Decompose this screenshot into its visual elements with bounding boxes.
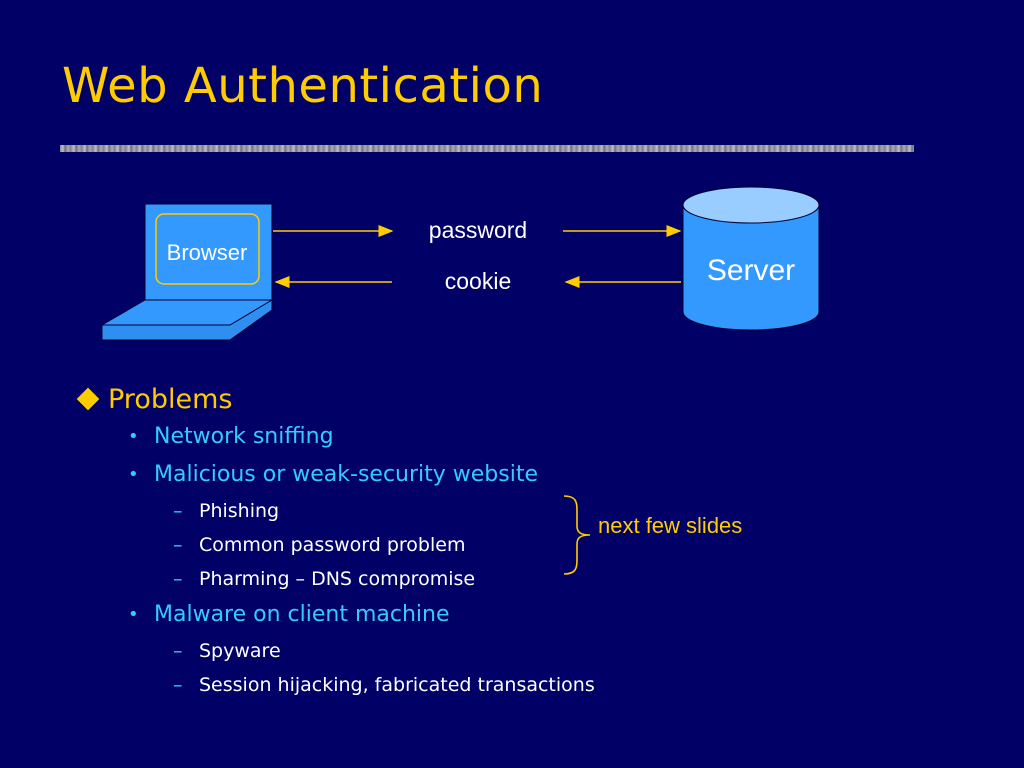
sub-list-item: – Spyware (173, 634, 974, 668)
list-item-text: Malicious or weak-security website (154, 462, 539, 487)
cookie-label: cookie (445, 268, 511, 294)
dash-icon: – (173, 568, 183, 590)
server-icon: Server (682, 186, 820, 331)
dash-icon: – (173, 534, 183, 556)
brace-icon (563, 495, 591, 575)
sub-list-item-text: Session hijacking, fabricated transactio… (199, 674, 595, 696)
dash-icon: – (173, 674, 183, 696)
problems-heading: Problems (74, 380, 974, 418)
laptop-icon: Browser (101, 203, 274, 341)
bullet-icon: • (128, 604, 139, 625)
next-slides-note: next few slides (598, 513, 743, 538)
list-item-text: Malware on client machine (154, 602, 450, 627)
dash-icon: – (173, 640, 183, 662)
title-divider (60, 145, 914, 152)
sub-list-item: – Pharming – DNS compromise (173, 562, 974, 596)
slide-title: Web Authentication (62, 58, 544, 114)
auth-diagram: Browser Server password cookie (101, 186, 820, 341)
browser-label: Browser (167, 240, 248, 265)
list-item: • Malware on client machine (128, 596, 974, 634)
server-label: Server (707, 254, 795, 287)
cookie-arrow: cookie (274, 268, 681, 294)
sub-list-item-text: Phishing (199, 500, 280, 522)
list-item: • Network sniffing (128, 418, 974, 456)
sub-list-item-text: Pharming – DNS compromise (199, 568, 476, 590)
sub-list-item-text: Common password problem (199, 534, 466, 556)
sub-list-item: – Phishing (173, 494, 974, 528)
bullet-icon: • (128, 426, 139, 447)
diamond-bullet-icon (76, 387, 100, 411)
list-item-text: Network sniffing (154, 424, 334, 449)
sub-list-item: – Common password problem (173, 528, 974, 562)
problems-heading-text: Problems (108, 383, 233, 415)
sub-list-item: – Session hijacking, fabricated transact… (173, 668, 974, 702)
server-body (682, 205, 820, 331)
list-item: • Malicious or weak-security website (128, 456, 974, 494)
laptop-base-edge (101, 299, 273, 341)
sub-list-item-text: Spyware (199, 640, 281, 662)
password-arrow: password (273, 217, 682, 243)
problems-list: Problems • Network sniffing • Malicious … (74, 380, 974, 702)
server-top (682, 186, 820, 224)
bullet-icon: • (128, 464, 139, 485)
browser-window (155, 213, 260, 285)
password-label: password (429, 217, 527, 243)
dash-icon: – (173, 500, 183, 522)
